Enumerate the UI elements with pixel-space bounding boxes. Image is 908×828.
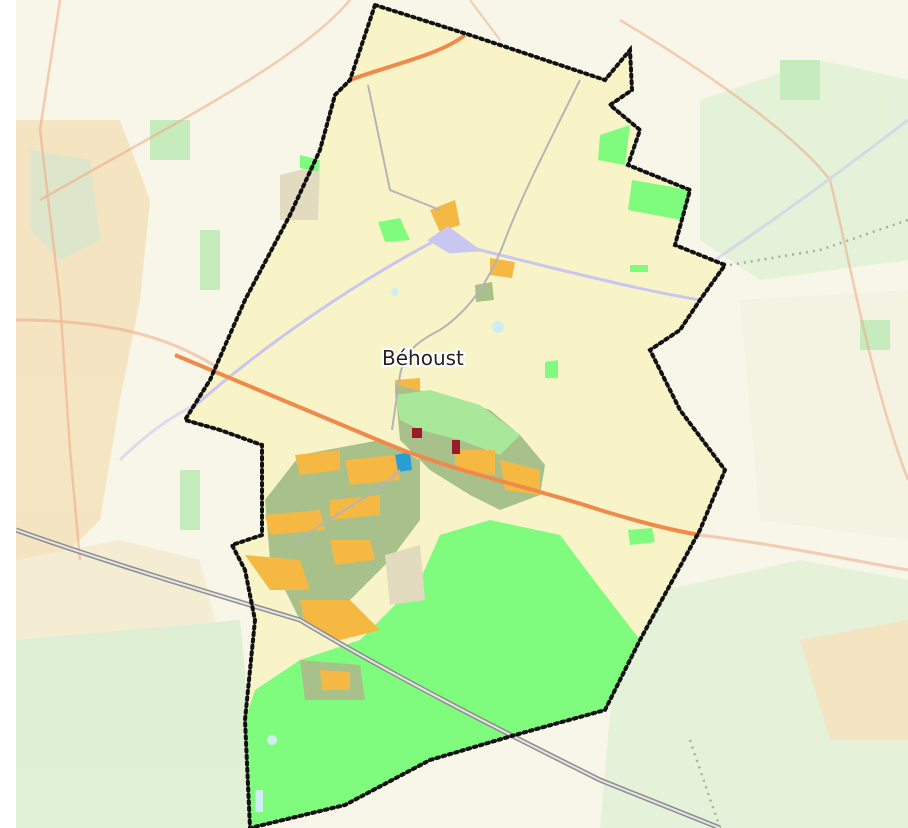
commune-boundary — [181, 2, 729, 828]
residential-block — [265, 510, 325, 535]
main-road-north — [349, 33, 467, 82]
residential-block — [345, 455, 400, 485]
waterway-basin — [427, 226, 483, 254]
neighboring-village-southeast — [800, 620, 908, 740]
map-viewport[interactable]: Béhoust — [16, 0, 908, 828]
farm-building — [452, 440, 460, 454]
pond — [395, 452, 412, 472]
boundary-outside — [688, 739, 722, 828]
minor-road — [294, 469, 401, 546]
residential-green-light — [395, 390, 520, 455]
minor-road — [367, 84, 441, 211]
green-plot — [630, 265, 648, 272]
waterways — [189, 226, 727, 412]
main-roads — [174, 33, 701, 537]
map-canvas[interactable]: Béhoust — [16, 0, 908, 828]
outside-plot — [200, 230, 220, 290]
green-plot — [598, 125, 630, 165]
water-spot — [255, 790, 263, 812]
green-plot — [628, 528, 655, 545]
neighboring-town-west-green — [30, 150, 100, 260]
water-spot — [267, 735, 277, 745]
road-outside — [699, 533, 908, 572]
residential-block — [475, 282, 494, 302]
railway — [16, 527, 721, 828]
residential-block — [320, 670, 350, 690]
road-outside — [469, 0, 501, 41]
road-outside — [39, 0, 351, 202]
residential-block — [245, 555, 310, 590]
green-plot — [545, 360, 558, 378]
green-plots — [300, 125, 690, 545]
boundary-outside — [729, 218, 908, 267]
outside-field-east — [740, 290, 908, 540]
outside-roads — [16, 0, 908, 828]
minor-roads — [294, 79, 581, 546]
minor-road — [391, 79, 581, 431]
grassland — [385, 545, 425, 605]
railway-line-inner — [16, 529, 721, 828]
farm-building — [412, 428, 422, 438]
outside-forest-south — [16, 620, 260, 828]
place-label-behoust: Béhoust — [382, 346, 464, 370]
outside-forest-east — [700, 60, 908, 280]
main-road-d11 — [174, 353, 701, 537]
residential-block — [500, 460, 540, 495]
neighboring-town-southwest — [16, 540, 220, 640]
outside-forest-southeast — [600, 560, 908, 828]
green-plot — [628, 180, 690, 220]
residential-block — [330, 540, 375, 565]
water-spots — [255, 288, 504, 812]
water-spot — [391, 288, 399, 296]
road-outside — [699, 118, 908, 272]
outside-plot — [780, 60, 820, 100]
residential-block — [295, 450, 340, 475]
outside-plot — [180, 470, 200, 530]
forest — [245, 520, 640, 828]
water-spot — [492, 321, 504, 333]
residential-block — [330, 495, 380, 520]
green-plot — [378, 218, 410, 242]
road-outside — [38, 0, 82, 561]
